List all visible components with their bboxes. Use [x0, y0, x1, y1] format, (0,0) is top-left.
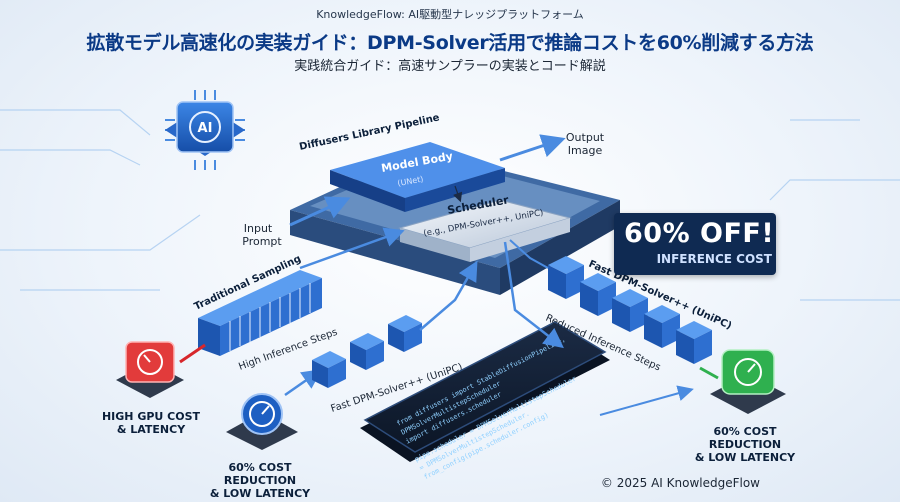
- savings-badge: [614, 213, 776, 275]
- ai-chip-icon: AI: [165, 90, 245, 170]
- reduction-blue-line-1: 60% COST REDUCTION: [223, 461, 297, 487]
- badge-caption: INFERENCE COST: [656, 252, 772, 266]
- reduction-blue-caption: 60% COST REDUCTION & LOW LATENCY: [200, 461, 320, 500]
- page-title: 拡散モデル高速化の実装ガイド：DPM-Solver活用で推論コストを60%削減す…: [86, 32, 814, 54]
- traditional-sampling-stack: Traditional Sampling High Inference Step…: [193, 254, 339, 373]
- pipeline-to-fast-right-arrow: [509, 239, 549, 269]
- green-gauge-icon: [710, 349, 786, 414]
- circuit-lines: [0, 109, 900, 301]
- scheduler-block: Scheduler (e.g., DPM-Solver++, UniPC): [398, 193, 572, 262]
- pipeline-to-code-arrow: [503, 241, 564, 349]
- fast-right-to-green-arrow: [699, 366, 719, 380]
- ai-chip-label: AI: [198, 121, 213, 136]
- red-gauge-icon: [116, 341, 184, 398]
- reduction-blue-line-2: & LOW LATENCY: [209, 487, 311, 500]
- output-arrow: [499, 134, 566, 162]
- site-name: KnowledgeFlow: AI駆動型ナレッジプラットフォーム: [316, 8, 584, 21]
- fast-left-to-pipeline-arrow: [419, 260, 478, 331]
- output-image-label-1: Output: [566, 131, 605, 144]
- reduction-green-caption: 60% COST REDUCTION & LOW LATENCY: [680, 425, 810, 464]
- input-prompt-label-1: Input: [244, 222, 273, 235]
- page-subtitle: 実践統合ガイド：高速サンプラーの実装とコード解説: [294, 59, 606, 74]
- high-cost-line-2: & LATENCY: [116, 423, 186, 436]
- high-cost-caption: HIGH GPU COST & LATENCY: [96, 410, 206, 436]
- code-to-green-arrow: [599, 385, 694, 416]
- badge-headline: 60% OFF!: [624, 218, 775, 249]
- blue-gauge-icon: [226, 393, 298, 450]
- traditional-to-pipeline-arrow: [299, 227, 405, 270]
- output-image-label-2: Image: [568, 144, 603, 157]
- model-to-scheduler-arrow: [453, 185, 463, 203]
- input-prompt-label-2: Prompt: [242, 235, 282, 248]
- traditional-to-cost-arrow: [179, 343, 206, 364]
- model-body-sub: (UNet): [397, 175, 424, 188]
- reduction-green-line-2: & LOW LATENCY: [694, 451, 796, 464]
- high-cost-line-1: HIGH GPU COST: [101, 410, 201, 423]
- reduction-green-line-1: 60% COST REDUCTION: [708, 425, 782, 451]
- input-arrow: [289, 196, 351, 227]
- model-body-block: Model Body (UNet): [330, 142, 505, 212]
- copyright: © 2025 AI KnowledgeFlow: [600, 476, 760, 490]
